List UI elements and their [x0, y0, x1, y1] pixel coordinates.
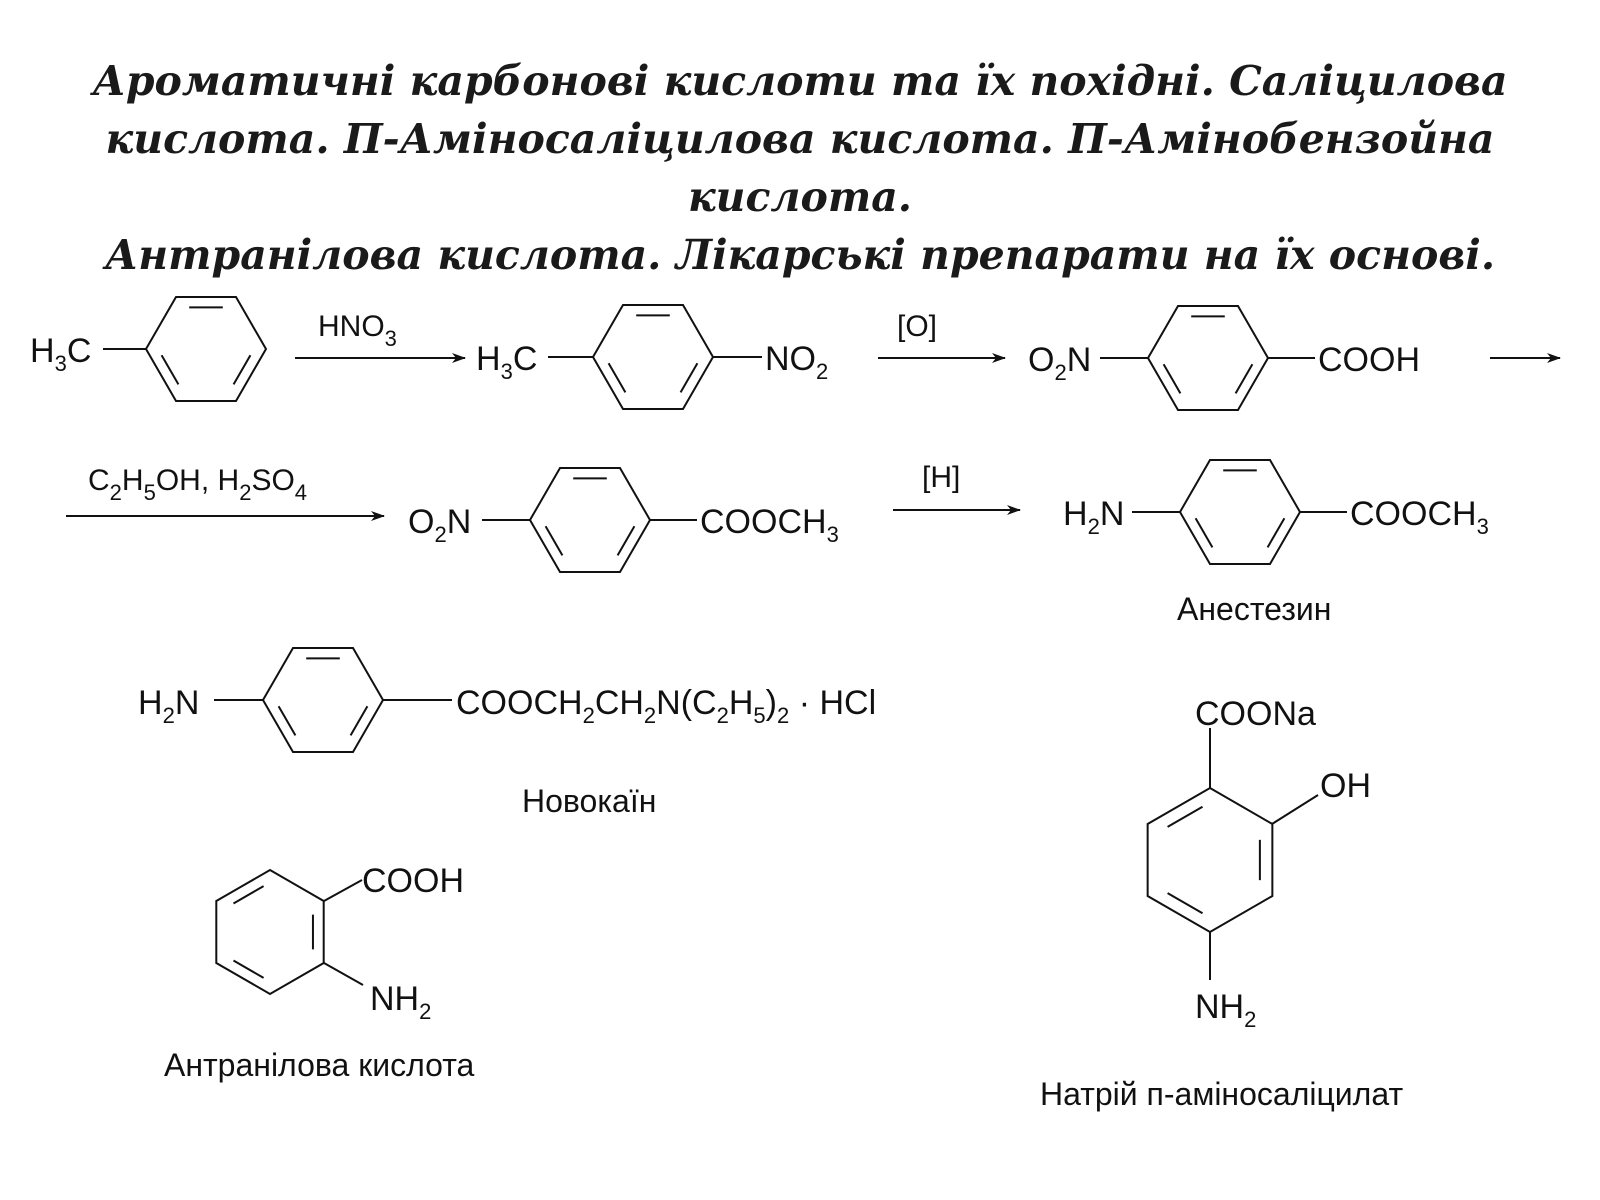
title-line-2: кислота. П-Аміносаліцилова кислота. П-Ам… [105, 115, 1495, 221]
ring-double-bond [232, 959, 265, 979]
ring-outline [528, 467, 652, 573]
ring-double-bond [607, 362, 627, 393]
methyl-group-label: H3C [30, 332, 91, 376]
anthranilic-acid-name: Антранілова кислота [164, 1047, 475, 1083]
ring-double-bond [277, 705, 297, 736]
anthranilic-acid: COOH NH2 Антранілова кислота [164, 862, 475, 1083]
ring-outline [1146, 786, 1274, 934]
title-line-3: Антранілова кислота. Лікарські препарати… [104, 231, 1496, 279]
amino-group-label: NH2 [1195, 988, 1256, 1032]
benzene-ring [1146, 305, 1270, 411]
benzene-ring [1146, 786, 1274, 934]
carboxyl-group-label: COOH [362, 862, 464, 900]
coona-group-label: COONa [1195, 695, 1316, 733]
amino-group-label: H2N [1063, 495, 1124, 539]
benzene-ring [591, 304, 715, 410]
nitro-group-label: O2N [408, 503, 471, 547]
title-line-1: Ароматичні карбонові кислоти та їх похід… [92, 57, 1508, 105]
esterification-arrow: C2H5OH, H2SO4 [66, 464, 385, 521]
novocaine: H2N COOCH2CH2N(C2H5)2 · HCl Новокаїн [138, 647, 876, 819]
ring-double-bond [1194, 517, 1214, 548]
reduction-arrow: [H] [893, 461, 1021, 515]
bond-line [1271, 794, 1319, 825]
ring-outline [215, 868, 325, 996]
ring-double-bond [232, 354, 252, 385]
sodium-p-aminosalicylate: COONa OH NH2 Натрій п-аміносаліцилат [1040, 695, 1403, 1112]
p-nitrotoluene: H3C NO2 [476, 304, 828, 410]
benzene-ring [215, 868, 325, 996]
ring-double-bond [1167, 892, 1204, 915]
bond-line [323, 962, 364, 986]
nitric-acid-label: HNO3 [318, 310, 397, 351]
anesthesin-name: Анестезин [1177, 591, 1331, 627]
ring-double-bond [544, 525, 564, 556]
oxidation-arrow: [O] [878, 310, 1006, 363]
benzene-ring [528, 467, 652, 573]
toluene: H3C [30, 296, 268, 402]
ring-double-bond [1162, 363, 1182, 394]
methyl-group-label: H3C [476, 340, 537, 384]
p-nitrobenzoic-acid: O2N COOH [1028, 305, 1420, 411]
oxidation-label: [O] [897, 310, 937, 343]
ring-double-bond [1167, 805, 1204, 828]
ring-outline [1146, 305, 1270, 411]
ring-double-bond [679, 362, 699, 393]
ring-double-bond [1234, 363, 1254, 394]
benzene-ring [144, 296, 268, 402]
benzene-ring [261, 647, 385, 753]
nitro-group-label: O2N [1028, 341, 1091, 385]
nitro-group-label: NO2 [765, 340, 828, 384]
ring-double-bond [1266, 517, 1286, 548]
bond-line [323, 879, 363, 902]
sodium-pas-name: Натрій п-аміносаліцилат [1040, 1076, 1403, 1112]
amino-group-label: H2N [138, 684, 199, 728]
hydroxyl-group-label: OH [1320, 767, 1371, 805]
nitration-arrow: HNO3 [295, 310, 466, 363]
reduction-label: [H] [922, 461, 960, 494]
esterification-label: C2H5OH, H2SO4 [88, 464, 307, 505]
amino-group-label: NH2 [370, 980, 431, 1024]
page-title: Ароматичні карбонові кислоти та їх похід… [60, 52, 1540, 284]
ring-outline [1178, 459, 1302, 565]
ring-double-bond [232, 885, 265, 905]
novocaine-name: Новокаїн [522, 783, 656, 819]
ring-double-bond [349, 705, 369, 736]
ester-group-label: COOCH3 [1350, 495, 1489, 539]
novocaine-chain-label: COOCH2CH2N(C2H5)2 · HCl [456, 684, 876, 728]
ring-double-bond [160, 354, 180, 385]
benzene-ring [1178, 459, 1302, 565]
nitrobenzoate-ester: O2N COOCH3 [408, 467, 839, 573]
ring-outline [591, 304, 715, 410]
anesthesin: H2N COOCH3 Анестезин [1063, 459, 1489, 627]
ring-double-bond [616, 525, 636, 556]
ring-outline [261, 647, 385, 753]
ring-outline [144, 296, 268, 402]
ester-group-label: COOCH3 [700, 503, 839, 547]
carboxyl-group-label: COOH [1318, 341, 1420, 379]
